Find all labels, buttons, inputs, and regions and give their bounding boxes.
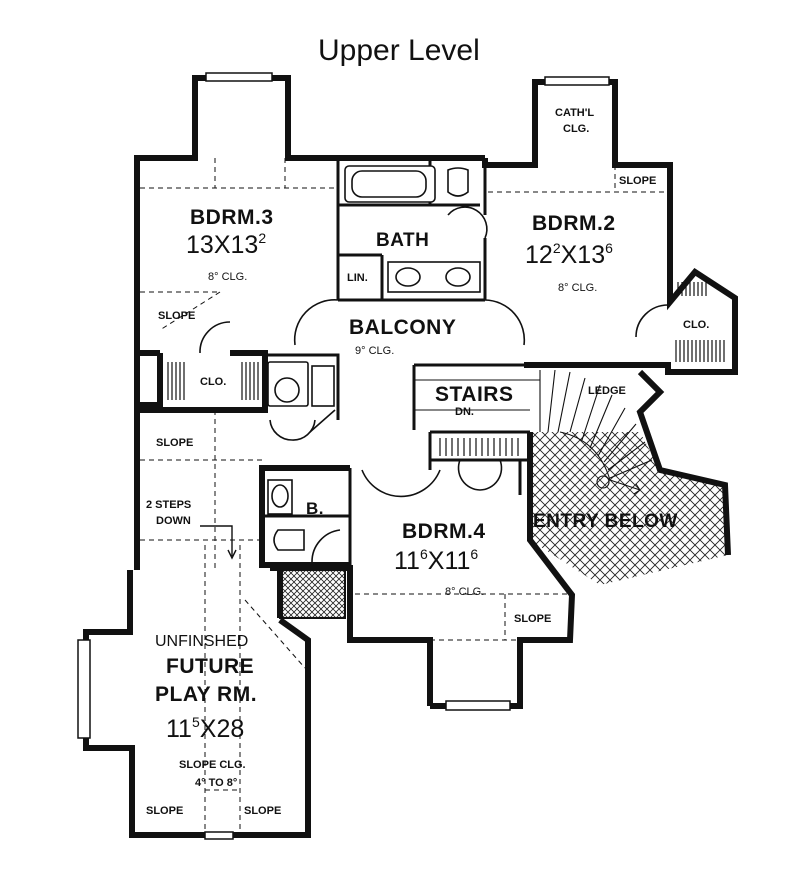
door-hall-closet — [269, 419, 316, 441]
wall-bdrm3 — [134, 75, 338, 356]
wall-bdrm4 — [430, 432, 576, 709]
stairs-name: STAIRS — [435, 383, 514, 406]
window-bdrm2 — [544, 76, 610, 86]
bdrm2-name: BDRM.2 — [532, 212, 616, 235]
page-title: Upper Level — [318, 34, 480, 67]
closet-right-name: CLO. — [683, 319, 710, 331]
dim-sup: 6 — [470, 546, 479, 562]
dim-value: 28 — [216, 715, 245, 743]
dim-x: X — [560, 241, 578, 269]
door-bath — [447, 206, 488, 239]
bdrm3-ceiling: 8° CLG. — [208, 271, 248, 283]
dim-value: 12 — [525, 241, 553, 269]
dim-value: 13 — [186, 231, 214, 259]
bdrm2-dimensions: 122X136 — [525, 240, 613, 269]
entry-below-label: ENTRY BELOW — [533, 511, 678, 532]
dim-value: 11 — [166, 715, 192, 743]
dim-sup: 6 — [419, 546, 428, 562]
bdrm2-ceiling: 8° CLG. — [558, 282, 598, 294]
playroom-line3: PLAY RM. — [155, 683, 258, 706]
door-balcony-left — [293, 299, 339, 346]
sink-icon — [445, 267, 471, 287]
balcony-ceiling: 9° CLG. — [355, 345, 395, 357]
cathedral-ceiling-line2: CLG. — [563, 123, 590, 135]
playroom-ceiling: SLOPE CLG. — [179, 759, 246, 771]
dim-value: 11 — [394, 547, 420, 575]
door-bath-b — [311, 529, 341, 563]
window-play-bottom — [204, 831, 234, 840]
dim-sup: 5 — [191, 714, 200, 730]
dim-x: X — [213, 231, 231, 259]
dim-value: 13 — [230, 231, 259, 259]
dim-sup: 2 — [258, 230, 267, 246]
slope-bdrm3: SLOPE — [158, 310, 196, 322]
dim-x: X — [199, 715, 217, 743]
playroom-line1: UNFINSHED — [155, 633, 249, 650]
playroom-line2: FUTURE — [166, 655, 255, 678]
slope-play-left: SLOPE — [146, 805, 184, 817]
closet-left-name: CLO. — [200, 376, 227, 388]
slope-bdrm4: SLOPE — [514, 613, 552, 625]
cathedral-ceiling-line1: CATH'L — [555, 107, 595, 119]
toilet-icon — [447, 167, 469, 197]
wall-playroom — [83, 570, 311, 838]
wall-entry — [636, 369, 731, 556]
bdrm4-name: BDRM.4 — [402, 520, 486, 543]
dim-value: 11 — [444, 547, 471, 575]
ledge-label: LEDGE — [588, 385, 626, 397]
bdrm4-dimensions: 116X116 — [394, 546, 479, 575]
door-balcony-right — [484, 299, 526, 346]
sink-icon — [395, 267, 421, 287]
stairs-direction: DN. — [455, 406, 474, 418]
bdrm3-dimensions: 13X132 — [186, 230, 267, 259]
window-playroom — [77, 639, 91, 739]
dim-x: X — [427, 547, 445, 575]
door-bdrm2-clo — [635, 304, 669, 338]
bdrm3-name: BDRM.3 — [190, 206, 274, 229]
playroom-ceiling-range: 4° TO 8° — [195, 777, 238, 789]
bath-name: BATH — [376, 230, 430, 251]
wall-bdrm2 — [482, 79, 738, 375]
linen-name: LIN. — [347, 272, 368, 284]
steps-down-line1: 2 STEPS — [146, 499, 192, 511]
dim-value: 13 — [577, 241, 606, 269]
dim-sup: 6 — [605, 240, 613, 256]
entry-below-area — [530, 432, 728, 585]
bath-b-name: B. — [306, 499, 324, 518]
balcony-name: BALCONY — [349, 316, 457, 339]
slope-bdrm2: SLOPE — [619, 175, 657, 187]
window-bdrm4 — [445, 700, 511, 711]
door-bdrm3 — [199, 321, 231, 354]
door-closet-pair — [457, 459, 503, 491]
door-bdrm4 — [361, 469, 441, 498]
dim-sup: 2 — [552, 240, 561, 256]
steps-down-line2: DOWN — [156, 515, 191, 527]
hatched-closet — [279, 569, 346, 619]
playroom-dimensions: 115X28 — [166, 714, 245, 743]
slope-left-mid: SLOPE — [156, 437, 194, 449]
slope-play-right: SLOPE — [244, 805, 282, 817]
window-bdrm3 — [205, 72, 273, 82]
bdrm4-ceiling: 8° CLG. — [445, 586, 485, 598]
